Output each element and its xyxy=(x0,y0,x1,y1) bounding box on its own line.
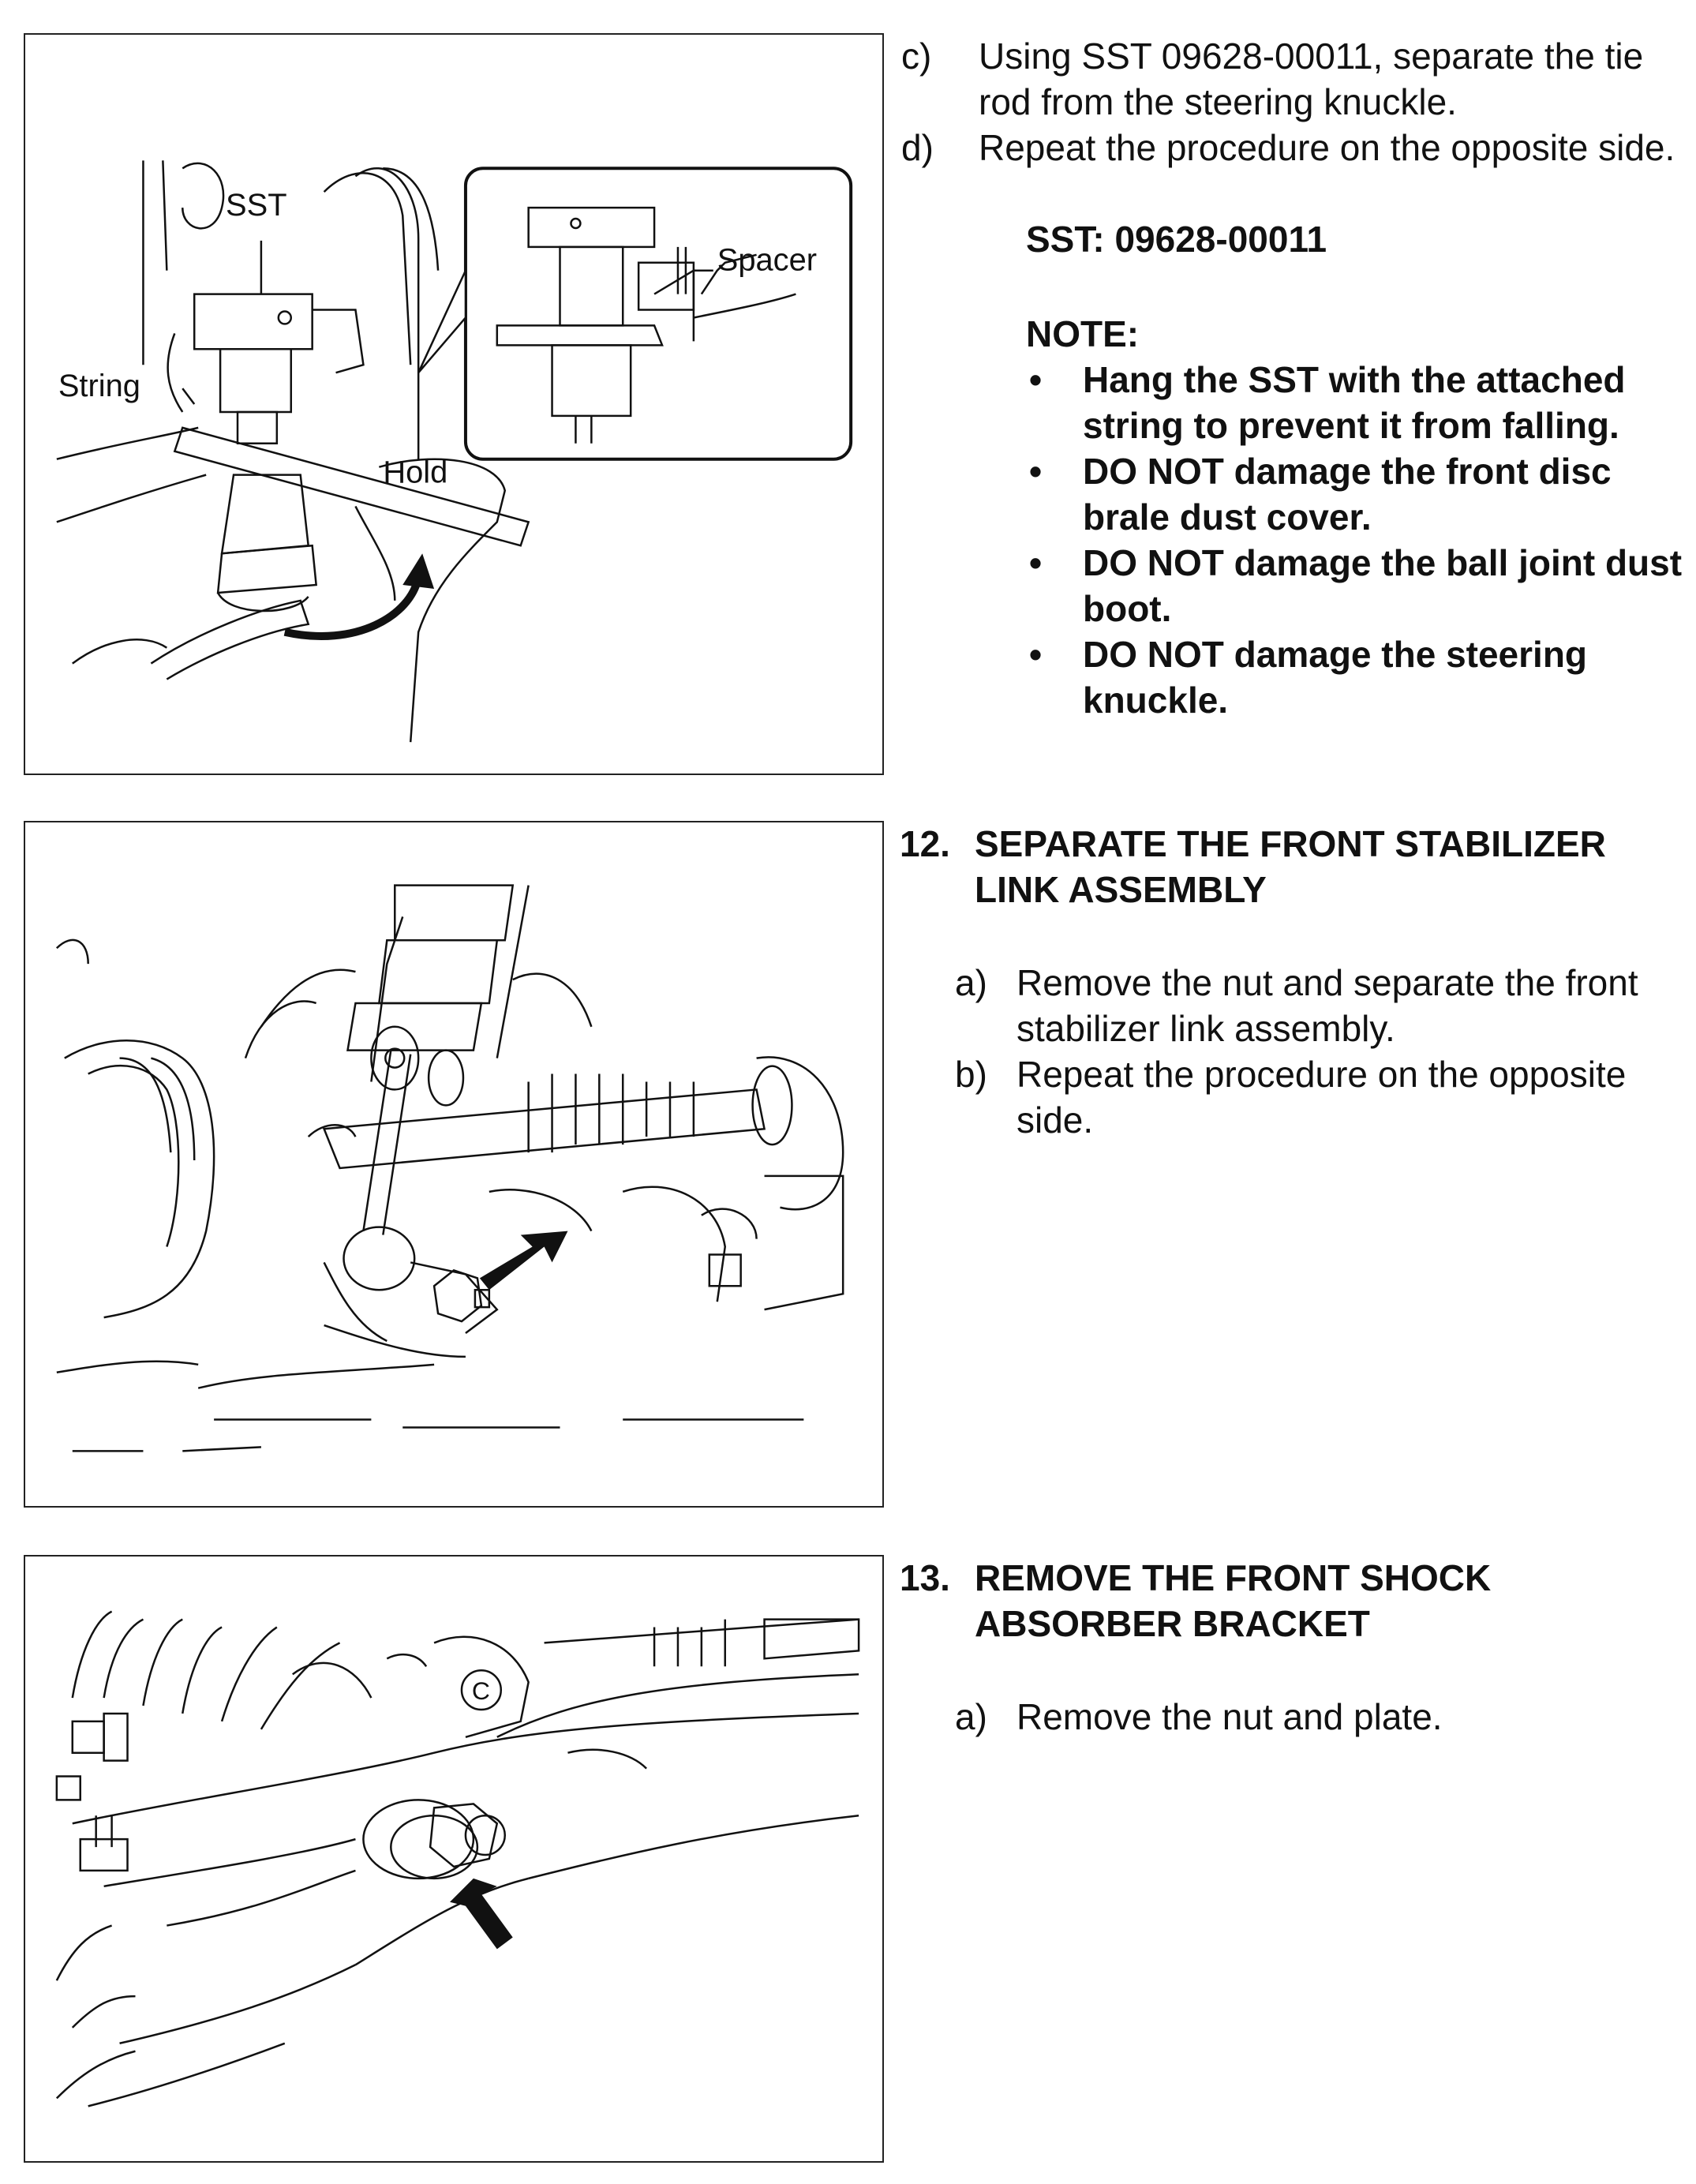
note-item: • DO NOT damage the ball joint dust boot. xyxy=(1026,540,1689,631)
figure-stabilizer-link xyxy=(24,821,884,1508)
figure-tie-rod-separation: SST String Spacer Hold xyxy=(24,33,884,775)
step-d: d) Repeat the procedure on the opposite … xyxy=(900,125,1689,170)
heading-13-number: 13. xyxy=(900,1557,950,1598)
bullet-icon: • xyxy=(1029,634,1043,675)
section-13: 13. REMOVE THE FRONT SHOCK ABSORBER BRAC… xyxy=(900,1555,1689,1740)
bullet-icon: • xyxy=(1029,451,1043,492)
note-item: • DO NOT damage the steering knuckle. xyxy=(1026,631,1689,723)
step-d-text: Repeat the procedure on the opposite sid… xyxy=(979,127,1675,168)
note-text: Hang the SST with the attached string to… xyxy=(1083,359,1626,446)
step-c-text: Using SST 09628-00011, separate the tie … xyxy=(979,36,1644,122)
section-12: 12. SEPARATE THE FRONT STABILIZER LINK A… xyxy=(900,821,1689,1143)
figure-shock-absorber-bracket: C xyxy=(24,1555,884,2163)
note-text: DO NOT damage the steering knuckle. xyxy=(1083,634,1588,721)
section-tie-rod-steps: c) Using SST 09628-00011, separate the t… xyxy=(900,33,1689,723)
tie-rod-illustration: SST String Spacer Hold xyxy=(25,35,882,774)
heading-13: 13. REMOVE THE FRONT SHOCK ABSORBER BRAC… xyxy=(900,1555,1689,1646)
bullet-icon: • xyxy=(1029,542,1043,583)
heading-12-title: SEPARATE THE FRONT STABILIZER LINK ASSEM… xyxy=(975,823,1606,910)
step-a-text: Remove the nut and plate. xyxy=(1016,1696,1443,1737)
step-a-label: a) xyxy=(955,1696,987,1737)
label-sst: SST xyxy=(226,188,286,223)
step-c: c) Using SST 09628-00011, separate the t… xyxy=(900,33,1689,125)
step-a-label: a) xyxy=(955,962,987,1003)
note-item: • Hang the SST with the attached string t… xyxy=(1026,357,1689,448)
shock-bracket-illustration: C xyxy=(25,1557,882,2161)
heading-12-number: 12. xyxy=(900,823,950,864)
note-item: • DO NOT damage the front disc brale dust… xyxy=(1026,448,1689,540)
note-heading: NOTE: xyxy=(1026,313,1140,354)
stabilizer-link-illustration xyxy=(25,822,882,1506)
bullet-icon: • xyxy=(1029,359,1043,400)
label-string: String xyxy=(58,369,140,403)
label-spacer: Spacer xyxy=(717,243,817,278)
section-12-steps: a) Remove the nut and separate the front… xyxy=(900,960,1689,1143)
label-hold: Hold xyxy=(383,455,447,490)
note-text: DO NOT damage the ball joint dust boot. xyxy=(1083,542,1683,629)
step-b-text: Repeat the procedure on the opposite sid… xyxy=(1016,1054,1627,1141)
svg-text:C: C xyxy=(472,1676,490,1705)
step-d-label: d) xyxy=(901,127,934,168)
step-a: a) Remove the nut and plate. xyxy=(900,1694,1689,1740)
note-list: • Hang the SST with the attached string t… xyxy=(900,357,1689,723)
heading-13-title: REMOVE THE FRONT SHOCK ABSORBER BRACKET xyxy=(975,1557,1492,1644)
step-b-label: b) xyxy=(955,1054,987,1095)
step-a: a) Remove the nut and separate the front… xyxy=(900,960,1689,1051)
step-c-label: c) xyxy=(901,36,932,77)
heading-12: 12. SEPARATE THE FRONT STABILIZER LINK A… xyxy=(900,821,1689,912)
note-text: DO NOT damage the front disc brale dust … xyxy=(1083,451,1612,538)
step-a-text: Remove the nut and separate the front st… xyxy=(1016,962,1638,1049)
section-13-steps: a) Remove the nut and plate. xyxy=(900,1694,1689,1740)
step-b: b) Repeat the procedure on the opposite … xyxy=(900,1051,1689,1143)
sst-number: SST: 09628-00011 xyxy=(1026,219,1327,260)
